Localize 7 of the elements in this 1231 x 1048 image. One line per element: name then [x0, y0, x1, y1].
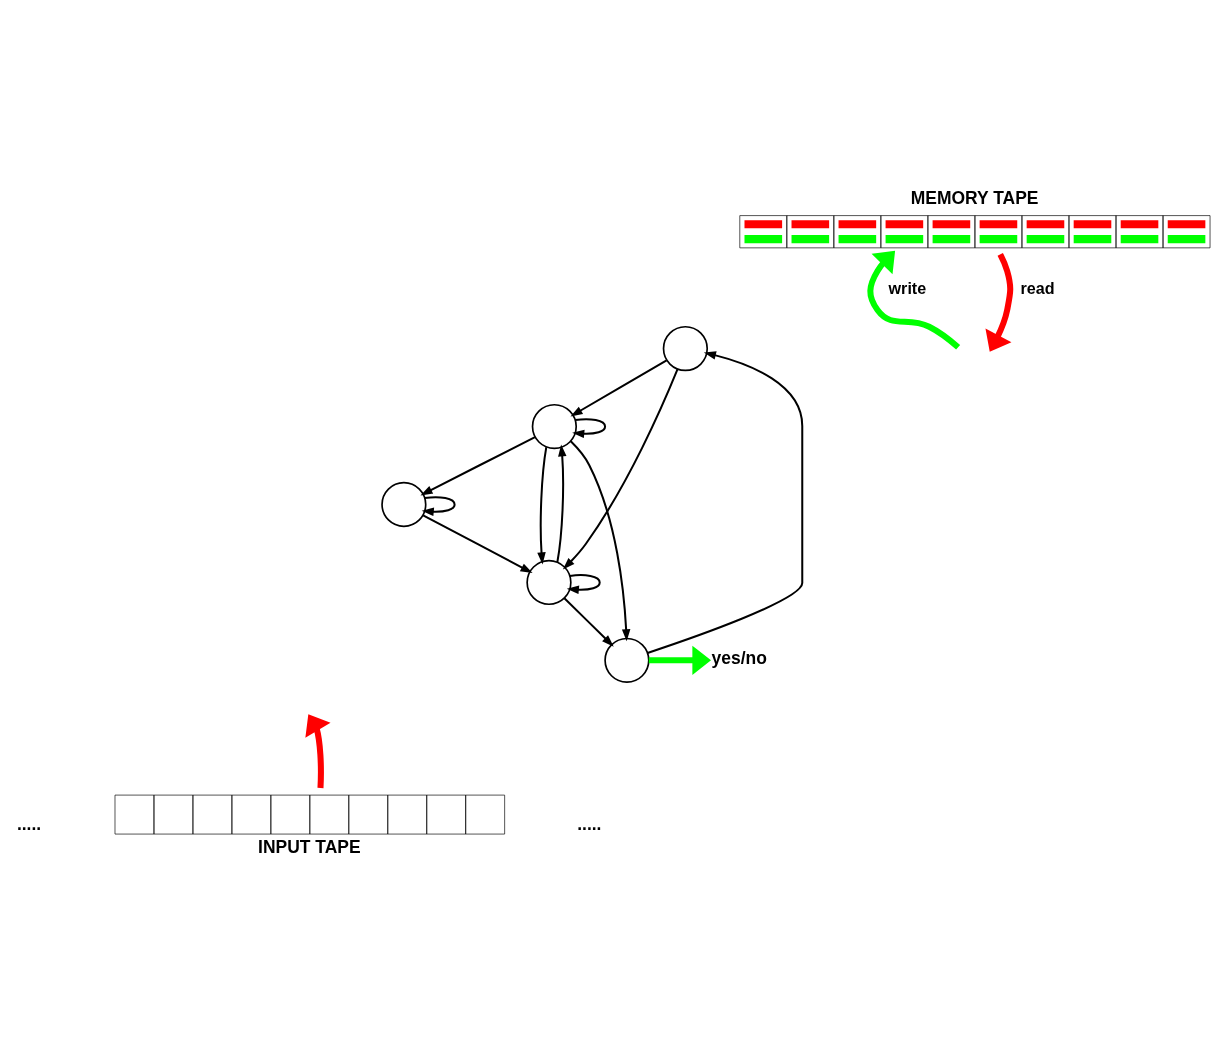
node-text: yes/no [711, 647, 767, 668]
edge-label: write [888, 278, 927, 297]
node-label: INPUT TAPE [258, 836, 361, 857]
label: ..... [577, 813, 602, 834]
edge-label: read [1020, 278, 1055, 297]
label: ..... [16, 813, 42, 834]
node-label: MEMORY TAPE [910, 187, 1039, 208]
